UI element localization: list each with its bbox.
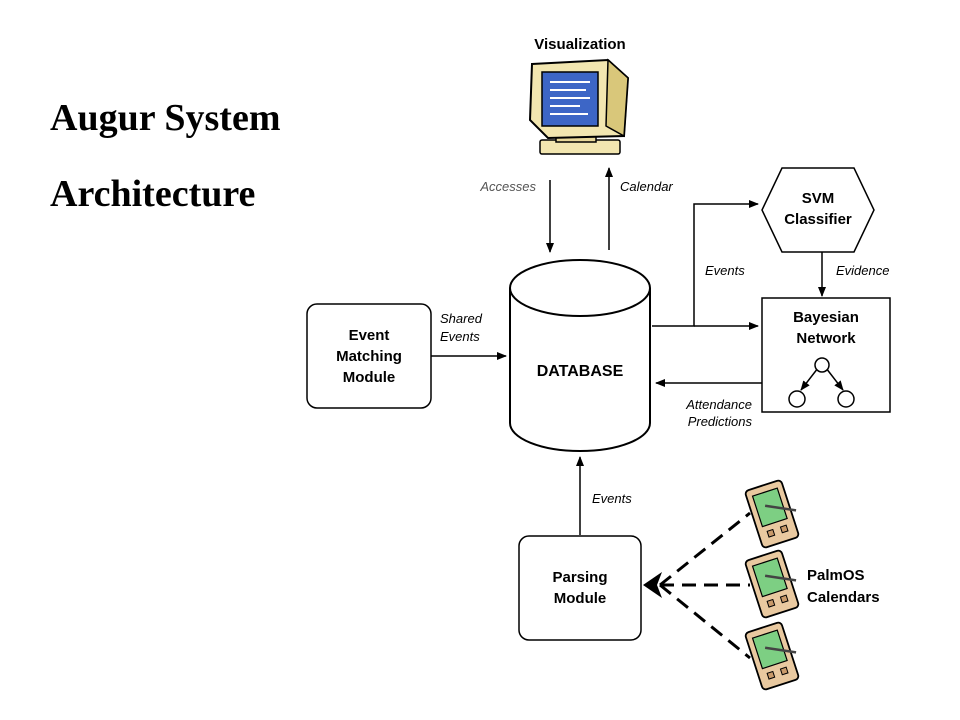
database-label: DATABASE (537, 363, 624, 380)
palm-device-icon (744, 621, 800, 691)
evidence-label: Evidence (836, 263, 889, 278)
shared-events-line-2: Events (440, 329, 480, 344)
parsing-module-box (518, 535, 642, 641)
merge-arrowhead (643, 572, 662, 598)
svm-line-2: Classifier (784, 211, 852, 228)
calendar-label: Calendar (620, 179, 673, 194)
parsing-line-2: Module (554, 590, 607, 607)
palmos-line-2: Calendars (807, 589, 880, 606)
events-to-svm-arrow (652, 200, 759, 327)
palm-connectors (643, 511, 751, 660)
event-matching-line-1: Event (349, 327, 390, 344)
parsing-line-1: Parsing (552, 569, 607, 586)
palmos-line-1: PalmOS (807, 567, 865, 584)
title-line-2: Architecture (50, 173, 256, 215)
event-matching-line-3: Module (343, 369, 396, 386)
accesses-label: Accesses (479, 179, 536, 194)
bayesian-network-box (761, 297, 891, 413)
svm-classifier-hexagon (761, 167, 875, 253)
attendance-line-2: Predictions (688, 414, 753, 429)
bayesian-graph-icon (788, 357, 855, 408)
shared-events-line-1: Shared (440, 311, 483, 326)
palm-device-icon (744, 549, 800, 619)
visualization-label: Visualization (534, 36, 625, 53)
computer-icon (528, 58, 630, 155)
database-cylinder (509, 259, 651, 452)
svm-line-1: SVM (802, 190, 835, 207)
event-matching-line-2: Matching (336, 348, 402, 365)
events-svm-label: Events (705, 263, 745, 278)
bayesian-line-2: Network (796, 330, 856, 347)
title-line-1: Augur System (50, 97, 281, 139)
slide-title: Augur System Architecture (50, 80, 281, 232)
palm-device-icon (744, 479, 800, 549)
bayesian-line-1: Bayesian (793, 309, 859, 326)
attendance-line-1: Attendance (685, 397, 752, 412)
events-parsing-label: Events (592, 491, 632, 506)
